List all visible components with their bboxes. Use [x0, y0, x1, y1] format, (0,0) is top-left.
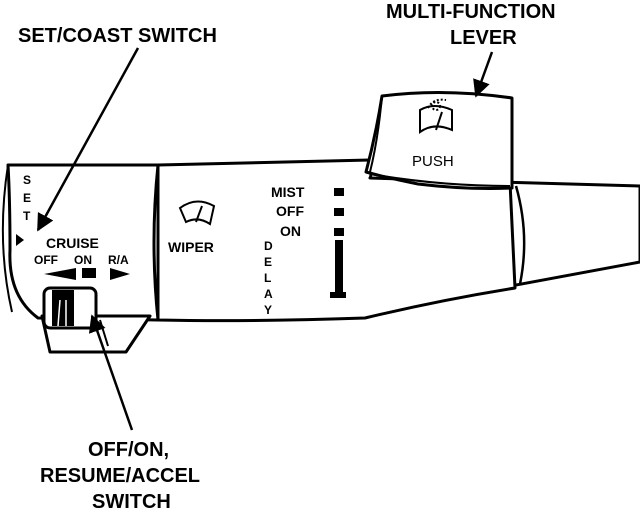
- wiper-icon: [178, 200, 216, 226]
- set-label: S E T: [16, 173, 31, 246]
- multi-function-knob[interactable]: [364, 90, 514, 190]
- delay-bar-foot: [330, 292, 346, 298]
- right-arrow-icon: [110, 268, 130, 280]
- cruise-control-cap: [1, 163, 160, 322]
- center-mark: [82, 268, 96, 278]
- off-on-callout-line1: OFF/ON,: [88, 439, 169, 461]
- delay-letter: A: [264, 287, 273, 301]
- delay-letter: D: [264, 239, 273, 253]
- off-mark: [334, 208, 344, 216]
- cruise-label: CRUISE: [46, 235, 99, 251]
- on-label: ON: [280, 223, 301, 239]
- wiper-position-marks: [330, 188, 346, 298]
- set-coast-callout: SET/COAST SWITCH: [18, 25, 217, 47]
- mist-mark: [334, 188, 344, 196]
- delay-letter: E: [264, 255, 272, 269]
- delay-letter: Y: [264, 303, 272, 317]
- set-triangle-icon: [16, 234, 24, 246]
- delay-label: D E L A Y: [264, 239, 273, 317]
- cruise-off-label: OFF: [34, 253, 58, 267]
- delay-bar: [335, 240, 343, 294]
- wiper-label: WIPER: [168, 239, 214, 255]
- multi-function-callout-line2: LEVER: [450, 27, 517, 49]
- cruise-position-marks: [44, 268, 130, 280]
- off-label: OFF: [276, 203, 304, 219]
- multi-function-callout-line1: MULTI-FUNCTION: [386, 1, 556, 23]
- set-letter: E: [23, 191, 31, 205]
- off-on-callout-line2: RESUME/ACCEL: [40, 465, 200, 487]
- mist-label: MIST: [271, 184, 305, 200]
- set-coast-leader: [36, 47, 140, 232]
- off-on-leader: [88, 314, 134, 431]
- wiper-icon: [419, 98, 453, 134]
- off-on-callout-line3: SWITCH: [92, 491, 171, 513]
- lever-shaft: [498, 180, 640, 290]
- delay-letter: L: [264, 271, 271, 285]
- knob-ridge: [369, 173, 511, 187]
- off-on-switch[interactable]: [42, 286, 98, 330]
- multi-function-leader: [473, 51, 494, 98]
- push-label: PUSH: [412, 153, 454, 170]
- set-letter: S: [23, 173, 31, 187]
- knob-body[interactable]: [364, 90, 514, 190]
- cruise-ra-label: R/A: [108, 253, 129, 267]
- set-letter: T: [23, 209, 31, 223]
- knob-side: [369, 95, 383, 173]
- left-arrow-icon: [44, 268, 76, 280]
- cruise-on-label: ON: [74, 253, 92, 267]
- on-mark: [334, 228, 344, 236]
